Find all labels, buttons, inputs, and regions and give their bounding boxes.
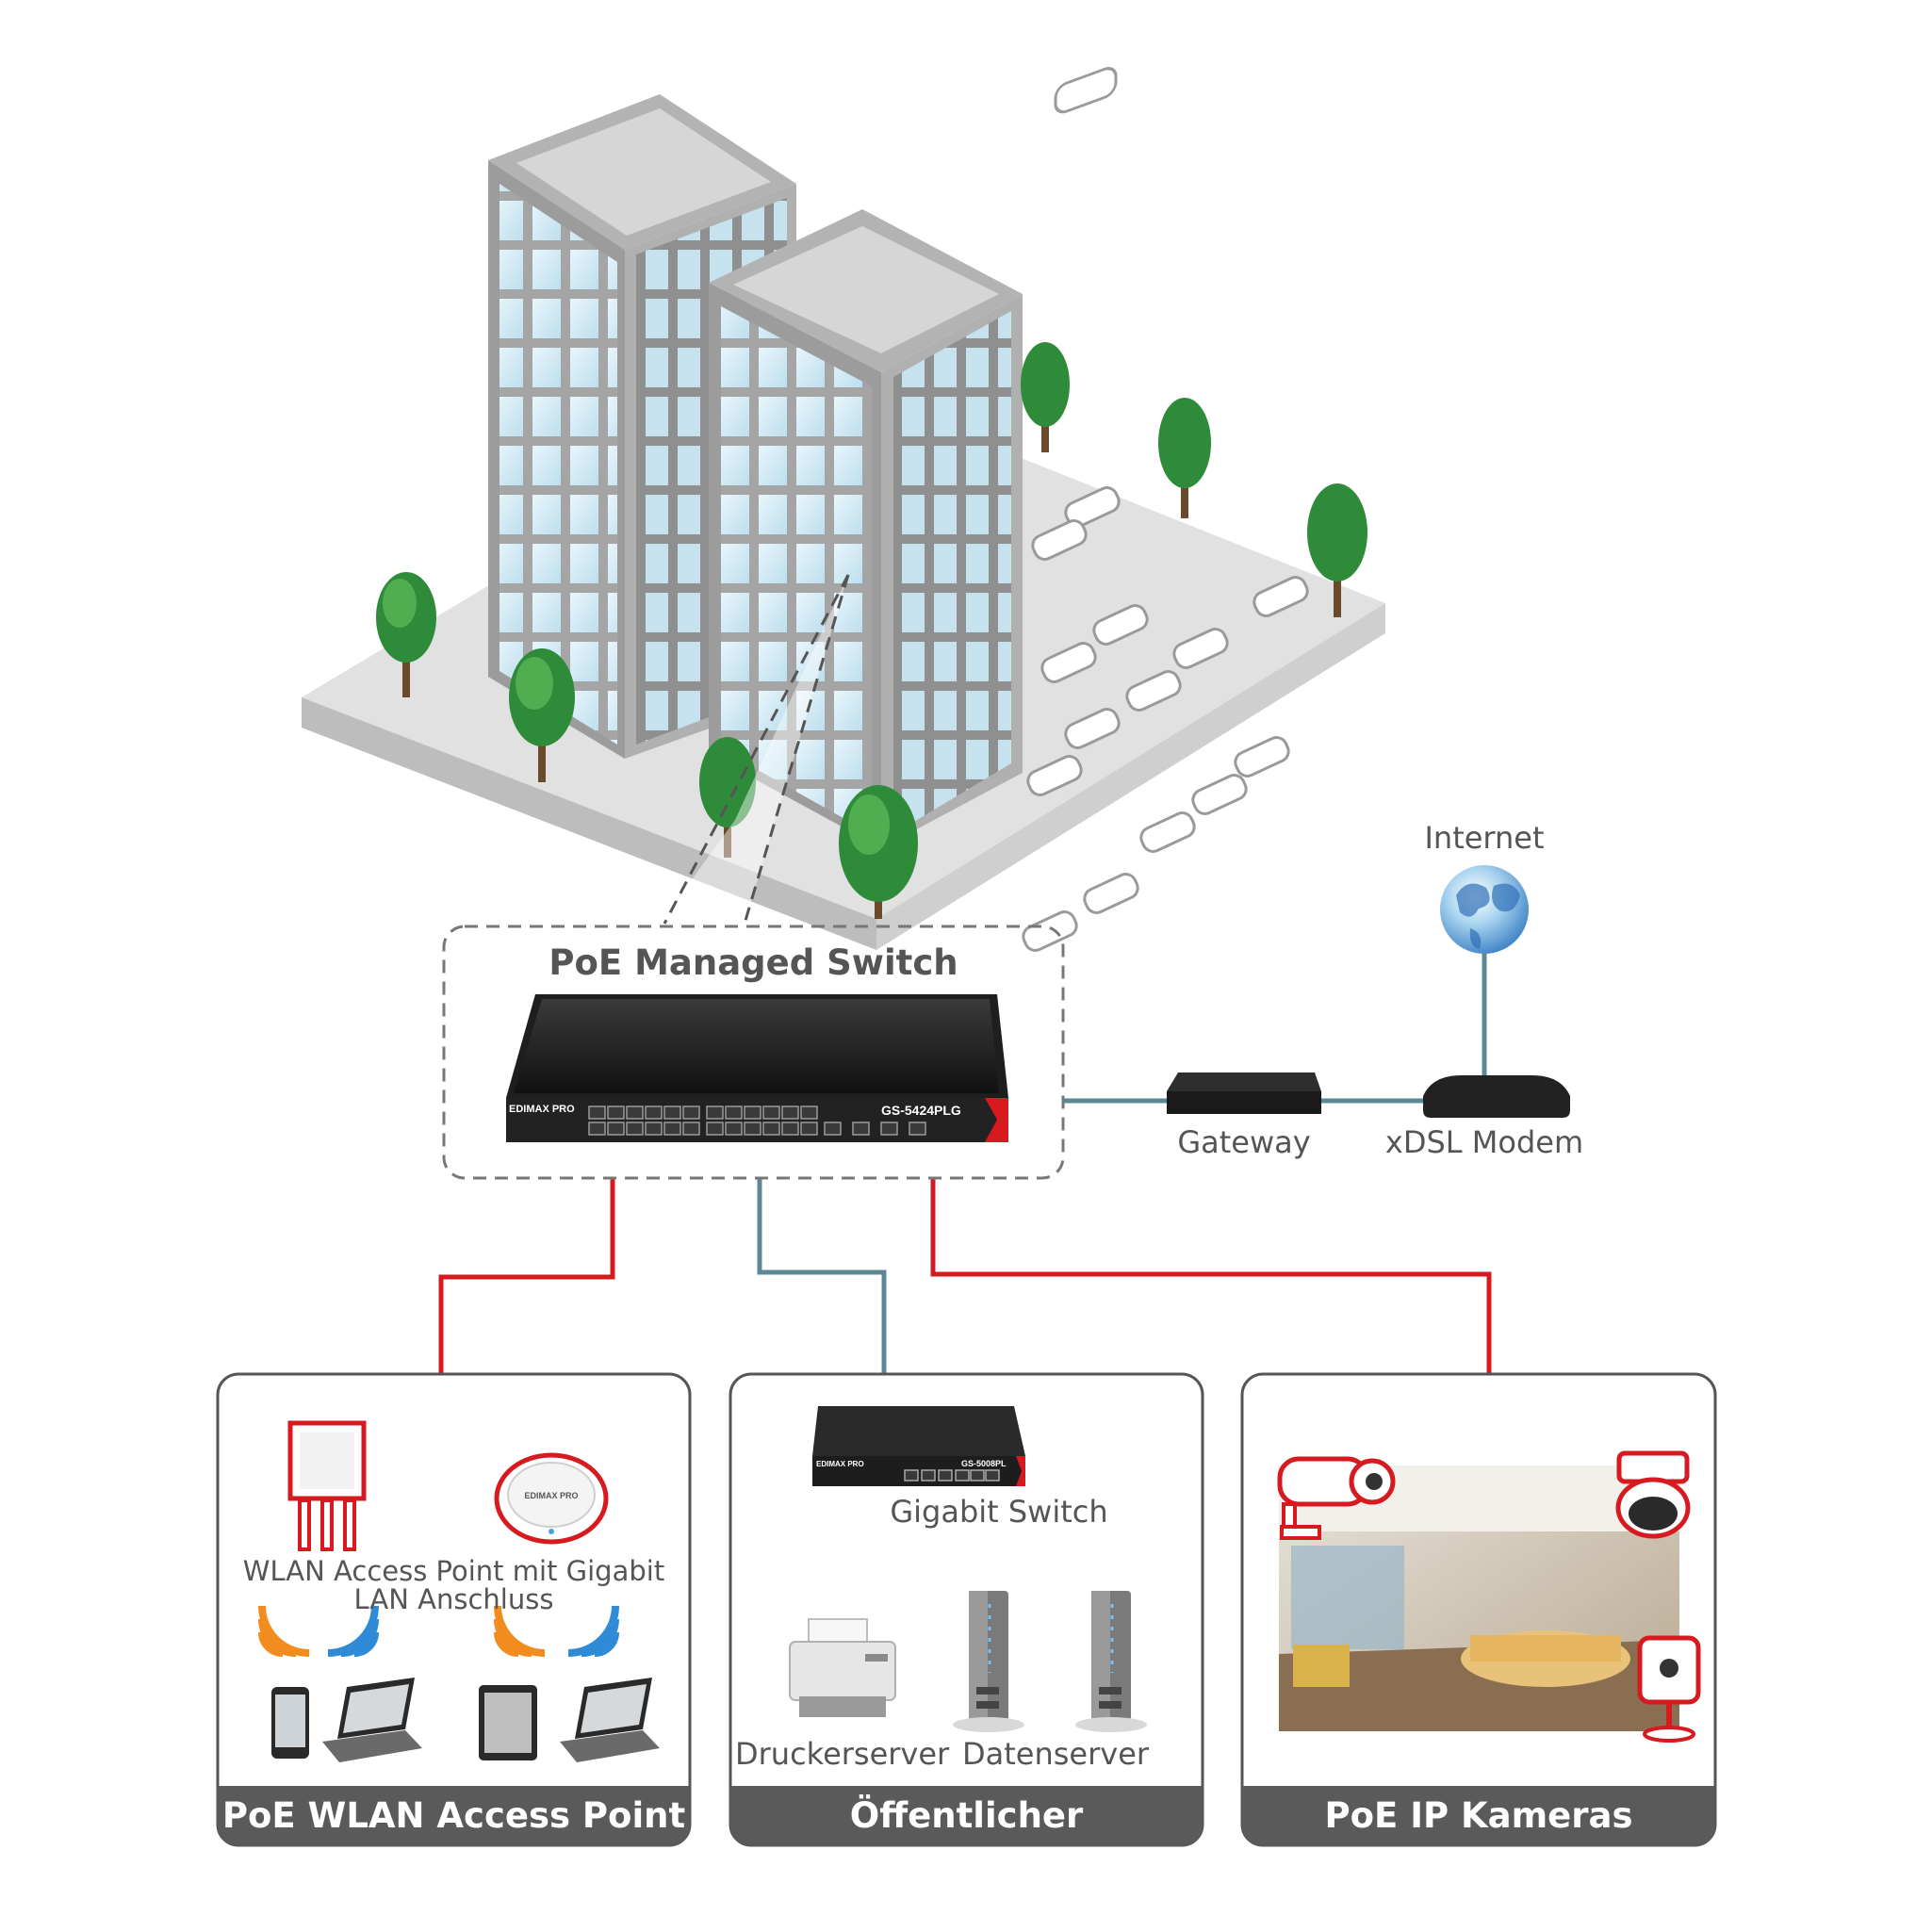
data-server-label: Datenserver: [961, 1736, 1150, 1772]
switch-model-label: GS-5424PLG: [881, 1103, 961, 1118]
ap-caption-line2: LAN Anschluss: [353, 1583, 554, 1615]
office-photo: [1279, 1465, 1679, 1731]
wifi-signal-icon: [567, 1605, 619, 1657]
smartphone-icon: [271, 1687, 309, 1759]
tree-icon: [376, 572, 436, 697]
server-icon: [953, 1591, 1024, 1732]
tree-icon: [839, 785, 918, 919]
internet-label: Internet: [1424, 820, 1545, 856]
switch-brand-label: EDIMAX PRO: [509, 1104, 575, 1115]
gigabit-switch-label: Gigabit Switch: [890, 1494, 1108, 1530]
access-point-icon: EDIMAX PRO: [494, 1452, 609, 1545]
modem-label: xDSL Modem: [1384, 1124, 1584, 1160]
city-scene: [302, 67, 1385, 952]
tree-icon: [509, 648, 575, 782]
dome-camera-icon: [1615, 1450, 1691, 1539]
bullet-camera-icon: [1277, 1456, 1396, 1540]
globe-icon: [1440, 865, 1529, 954]
switch-callout-frame: [442, 925, 1065, 1180]
gateway-label: Gateway: [1177, 1124, 1311, 1160]
wifi-signal-icon: [258, 1605, 310, 1657]
tree-icon: [1158, 398, 1211, 518]
car-icon: [1054, 67, 1118, 114]
tree-icon: [1307, 483, 1367, 617]
ap-caption-line1: WLAN Access Point mit Gigabit: [242, 1555, 665, 1587]
server-icon: [1075, 1591, 1147, 1732]
switch-title: PoE Managed Switch: [548, 942, 958, 983]
wifi-signal-icon: [494, 1605, 546, 1657]
managed-switch: EDIMAX PRO GS-5424PLG: [506, 994, 1008, 1142]
small-switch-model-label: GS-5008PL: [961, 1459, 1007, 1468]
modem-icon: [1423, 1075, 1570, 1118]
cube-camera-icon: [1637, 1635, 1701, 1743]
panel-title-cameras: PoE IP Kameras: [1242, 1786, 1715, 1846]
print-server-label: Druckerserver: [735, 1736, 950, 1772]
tree-icon: [699, 737, 756, 858]
laptop-icon: [560, 1678, 660, 1762]
laptop-icon: [322, 1678, 422, 1762]
small-switch-brand-label: EDIMAX PRO: [816, 1460, 864, 1468]
ap-brand-label: EDIMAX PRO: [524, 1491, 578, 1500]
panel-title-wlan: PoE WLAN Access Point: [218, 1786, 690, 1846]
tree-icon: [1021, 342, 1070, 452]
wifi-signal-icon: [327, 1605, 379, 1657]
access-point-icon: [287, 1420, 367, 1551]
printer-icon: [789, 1618, 896, 1717]
gateway-icon: [1167, 1072, 1321, 1114]
tablet-icon: [479, 1685, 537, 1760]
office-building-icon: [709, 209, 1023, 848]
parking-lot: [1022, 67, 1309, 952]
switch-icon: EDIMAX PRO GS-5008PL: [812, 1406, 1025, 1486]
panel-title-server: Öffentlicher Gruppenserver: [730, 1786, 1203, 1896]
